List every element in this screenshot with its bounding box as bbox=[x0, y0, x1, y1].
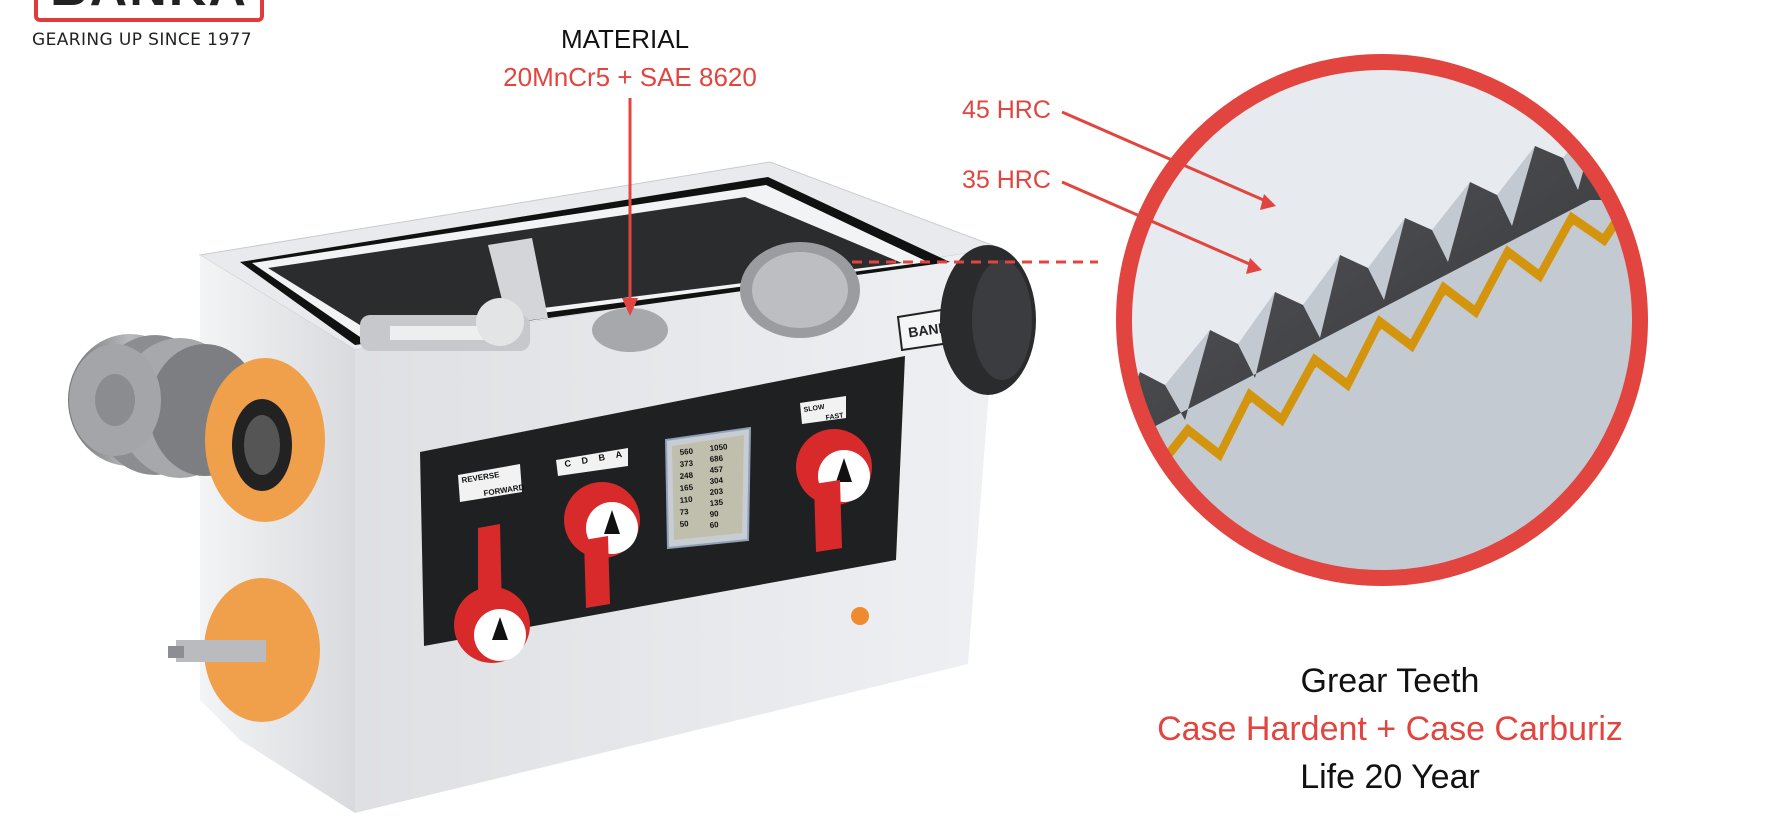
zoom-ring bbox=[1116, 54, 1648, 586]
lever-reverse-forward bbox=[454, 524, 530, 663]
brand-logo: BANKA bbox=[34, 0, 264, 22]
speed-chart-left-value: 50 bbox=[679, 519, 689, 529]
label-fast: FAST bbox=[825, 412, 844, 422]
speed-chart-left-value: 560 bbox=[679, 447, 694, 457]
control-panel bbox=[420, 356, 905, 646]
speed-chart-right-value: 457 bbox=[709, 465, 724, 475]
gear-teeth-zoom bbox=[1116, 54, 1648, 586]
speed-chart-left-value: 248 bbox=[679, 471, 694, 481]
label-gear-a: A bbox=[615, 449, 623, 460]
lever-abcd bbox=[564, 482, 640, 608]
speed-chart-right-value: 60 bbox=[709, 520, 719, 530]
label-gear-b: B bbox=[598, 452, 606, 463]
brand-tagline: GEARING UP SINCE 1977 bbox=[32, 30, 252, 50]
speed-chart-right-value: 1050 bbox=[709, 442, 728, 453]
interior-gears bbox=[360, 242, 860, 352]
caption-life: Life 20 Year bbox=[1300, 758, 1480, 796]
speed-chart-plate bbox=[664, 426, 752, 550]
caption-title: Grear Teeth bbox=[1300, 662, 1480, 700]
speed-chart-right-value: 135 bbox=[709, 498, 724, 508]
hrc-arrows bbox=[1061, 110, 1276, 274]
speed-chart-left-value: 110 bbox=[679, 495, 693, 505]
label-gear-c: C bbox=[564, 458, 572, 469]
panel-labels bbox=[458, 396, 846, 502]
speed-chart-right-value: 90 bbox=[709, 509, 719, 519]
lever-slow-fast bbox=[796, 429, 872, 552]
hardness-outer-label: 45 HRC bbox=[962, 96, 1051, 124]
bearing-flanges bbox=[168, 358, 325, 722]
material-value: 20MnCr5 + SAE 8620 bbox=[503, 62, 757, 92]
caption-treatment: Case Hardent + Case Carburiz bbox=[1157, 710, 1623, 748]
speed-chart-right-value: 304 bbox=[709, 476, 724, 486]
speed-chart-right-value: 203 bbox=[709, 487, 724, 497]
material-title: MATERIAL bbox=[560, 24, 690, 54]
speed-chart-left-value: 165 bbox=[679, 483, 694, 493]
label-gear-d: D bbox=[581, 455, 589, 466]
material-arrow bbox=[622, 98, 638, 316]
speed-chart-left-value: 373 bbox=[679, 459, 694, 469]
label-slow: SLOW bbox=[803, 404, 825, 414]
motor-flange bbox=[940, 245, 1036, 395]
gearbox: BANKA bbox=[68, 161, 1036, 813]
hardness-inner-label: 35 HRC bbox=[962, 166, 1051, 194]
speed-chart-right-value: 686 bbox=[709, 454, 724, 464]
speed-chart-left-value: 73 bbox=[679, 507, 689, 517]
logo-text: BANKA bbox=[38, 0, 260, 18]
indicator-lamp bbox=[851, 607, 869, 625]
